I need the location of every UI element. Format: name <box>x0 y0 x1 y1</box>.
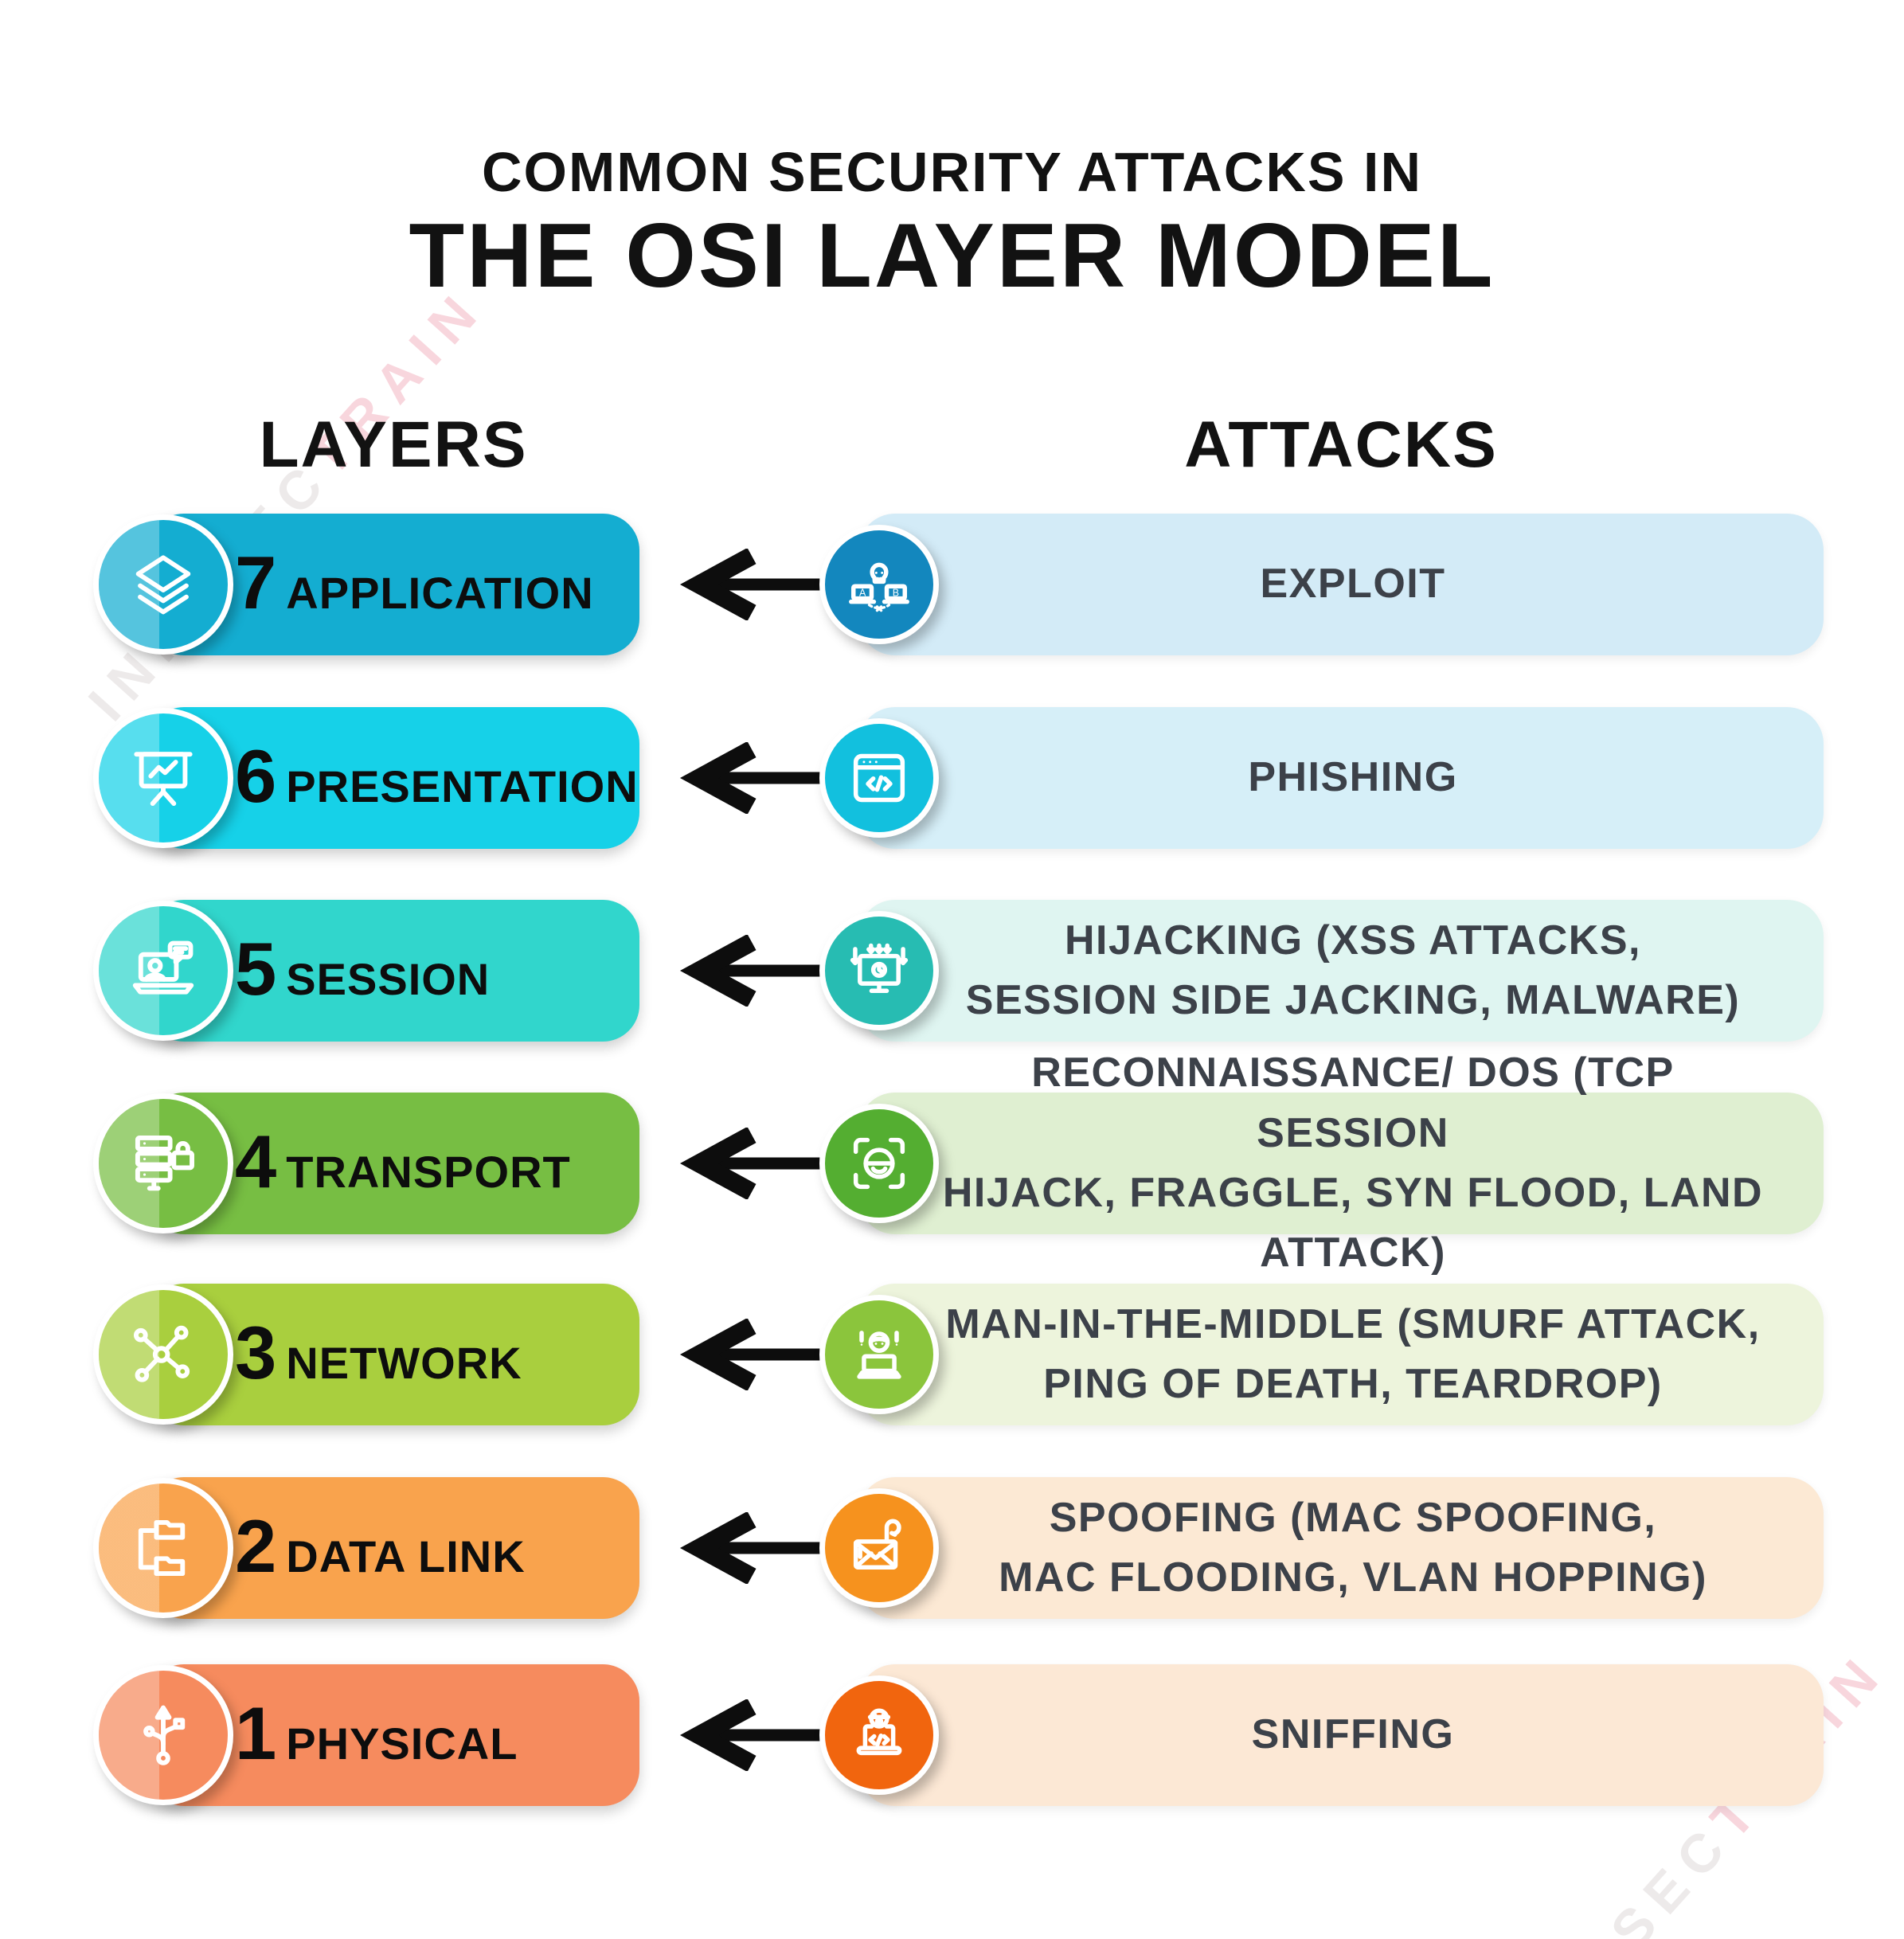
layer-label: PRESENTATION <box>286 761 639 811</box>
recon-scan-globe-icon <box>819 1104 939 1223</box>
layer-title: 2 DATA LINK <box>235 1477 526 1651</box>
layer-number: 5 <box>235 927 277 1011</box>
layer-label: TRANSPORT <box>286 1147 571 1197</box>
attack-text: MAN-IN-THE-MIDDLE (SMURF ATTACK, PING OF… <box>945 1300 1761 1407</box>
layer-number: 6 <box>235 734 277 818</box>
attack-text: SPOOFING (MAC SPOOFING, MAC FLOODING, VL… <box>999 1494 1707 1601</box>
layer-title: 1 PHYSICAL <box>235 1664 518 1838</box>
svg-text:A: A <box>859 587 866 598</box>
circle-highlight <box>99 1290 228 1419</box>
layer-label: NETWORK <box>286 1338 522 1388</box>
layer-label: DATA LINK <box>286 1531 526 1581</box>
layer-title: 5 SESSION <box>235 900 490 1073</box>
svg-text:B: B <box>893 587 899 598</box>
attack-bar: MAN-IN-THE-MIDDLE (SMURF ATTACK, PING OF… <box>858 1284 1824 1425</box>
layer-number: 1 <box>235 1691 277 1775</box>
attack-text: HIJACKING (XSS ATTACKS, SESSION SIDE JAC… <box>965 917 1741 1023</box>
attack-bar: SNIFFING <box>858 1664 1824 1806</box>
layer-title: 7 APPLICATION <box>235 514 594 687</box>
session-laptop-chat-icon <box>93 901 233 1041</box>
circle-highlight <box>99 906 228 1035</box>
layers-column-header: LAYERS <box>259 409 528 481</box>
osi-row-network: 3 NETWORK MAN-IN-THE-MIDDLE (SMURF ATTAC… <box>0 1284 1904 1425</box>
layer-title: 3 NETWORK <box>235 1284 522 1457</box>
layer-number: 7 <box>235 541 277 624</box>
presentation-board-icon <box>93 708 233 848</box>
network-nodes-icon <box>93 1284 233 1425</box>
phishing-browser-code-icon <box>819 718 939 838</box>
attack-text: SNIFFING <box>1251 1711 1455 1758</box>
attacks-column-header: ATTACKS <box>1184 409 1498 481</box>
osi-row-physical: 1 PHYSICAL SNIFFING <box>0 1664 1904 1806</box>
circle-highlight <box>99 713 228 842</box>
layers-stack-icon <box>93 514 233 655</box>
page-title-line1: COMMON SECURITY ATTACKS IN <box>481 141 1423 203</box>
osi-row-datalink: 2 DATA LINK SPOOFING (MAC SPOOFING, MAC … <box>0 1477 1904 1619</box>
attack-bar: RECONNAISSANCE/ DOS (TCP SESSION HIJACK,… <box>858 1050 1824 1276</box>
layer-number: 2 <box>235 1504 277 1588</box>
sniffing-laptop-spy-icon <box>819 1675 939 1795</box>
osi-row-transport: 4 TRANSPORT RECONNAISSANCE/ DOS (TCP SES… <box>0 1050 1904 1276</box>
attack-bar: PHISHING <box>858 707 1824 849</box>
watermark-part1: INFOSEC <box>1479 1810 1745 1939</box>
page-title-line2: THE OSI LAYER MODEL <box>409 205 1495 307</box>
physical-usb-icon <box>93 1665 233 1805</box>
attack-bar: HIJACKING (XSS ATTACKS, SESSION SIDE JAC… <box>858 900 1824 1042</box>
osi-row-application: 7 APPLICATION A B EXPLOIT <box>0 514 1904 655</box>
circle-highlight <box>99 1484 228 1613</box>
circle-highlight <box>99 520 228 649</box>
layer-number: 3 <box>235 1311 277 1394</box>
attack-text: EXPLOIT <box>1260 561 1446 608</box>
datalink-folders-icon <box>93 1478 233 1618</box>
osi-row-presentation: 6 PRESENTATION PHISHING <box>0 707 1904 849</box>
attack-bar: SPOOFING (MAC SPOOFING, MAC FLOODING, VL… <box>858 1477 1824 1619</box>
mitm-laptop-mask-icon <box>819 1295 939 1414</box>
osi-row-session: 5 SESSION HIJACKING (XSS ATTACKS, SESSIO… <box>0 900 1904 1042</box>
spoofing-envelope-hook-icon <box>819 1488 939 1608</box>
layer-title: 6 PRESENTATION <box>235 707 639 881</box>
transport-servers-lock-icon <box>93 1093 233 1233</box>
hijacking-monitor-arrows-icon <box>819 911 939 1030</box>
attack-text: RECONNAISSANCE/ DOS (TCP SESSION HIJACK,… <box>942 1050 1764 1276</box>
layer-label: PHYSICAL <box>286 1718 518 1769</box>
layer-title: 4 TRANSPORT <box>235 1093 571 1266</box>
layer-label: APPLICATION <box>286 568 594 618</box>
attack-bar: EXPLOIT <box>858 514 1824 655</box>
layer-number: 4 <box>235 1120 277 1203</box>
layer-label: SESSION <box>286 954 491 1004</box>
attack-text: PHISHING <box>1248 754 1458 801</box>
exploit-skull-laptops-icon: A B <box>819 525 939 644</box>
